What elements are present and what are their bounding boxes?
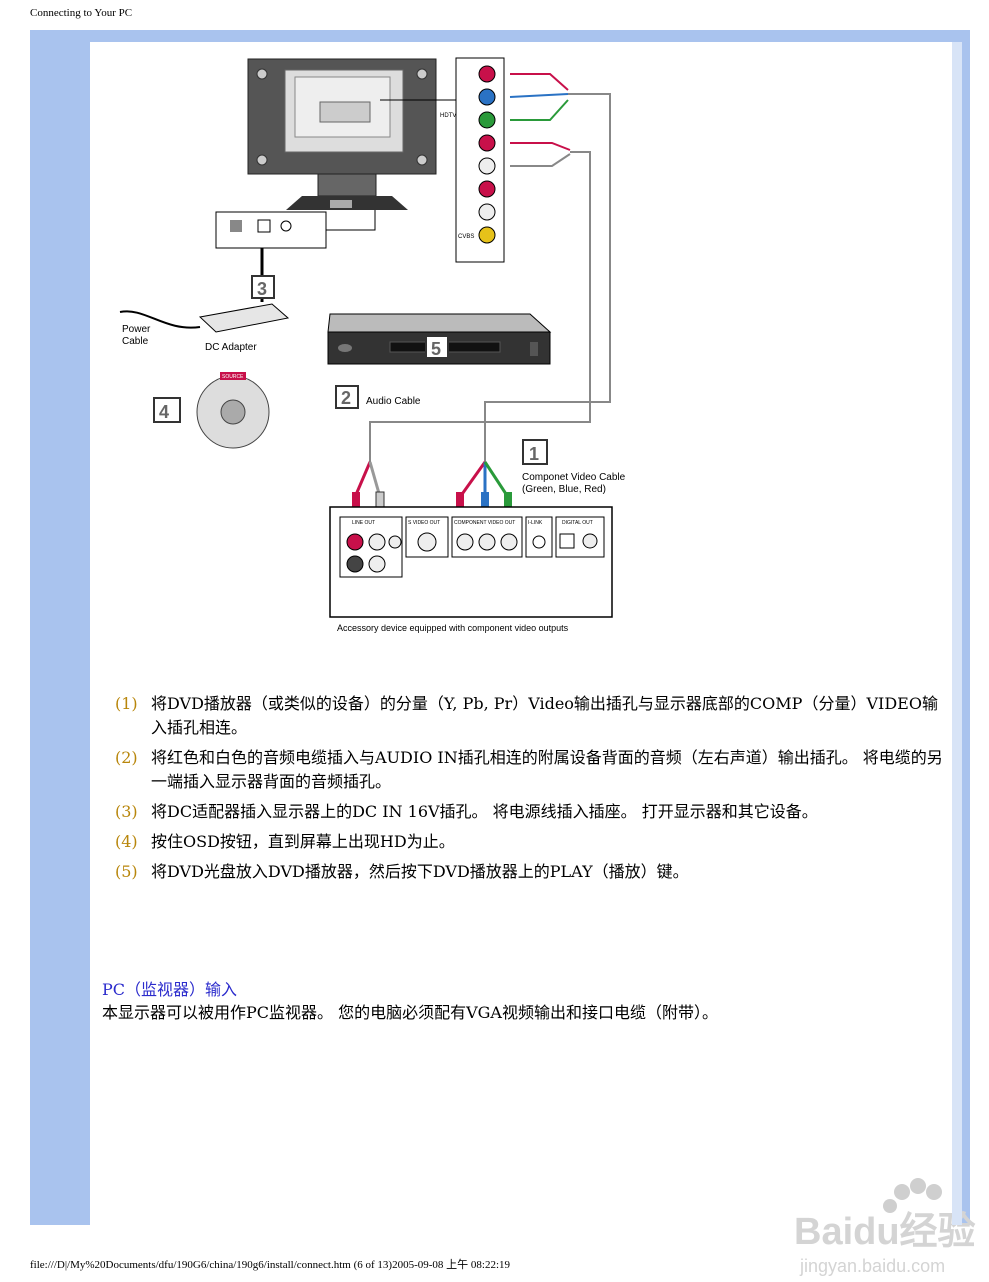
component-cable-callout: 1 Componet Video Cable (Green, Blue, Red… [456,439,626,510]
connection-diagram: HDTV CVBS [119,57,626,633]
source-label: SOURCE [222,374,244,380]
list-item: (5)将DVD光盘放入DVD播放器，然后按下DVD播放器上的PLAY（播放）键。 [115,862,689,881]
page-frame: HDTV CVBS [30,30,976,1276]
page-footer: file:///D|/My%20Documents/dfu/190G6/chin… [30,1259,511,1271]
monitor [247,58,460,210]
audio-cable-callout: 2 Audio Cable [335,385,421,511]
hdtv-label: HDTV [440,113,456,119]
callout-1: 1 [529,444,539,464]
callout-2: 2 [341,388,351,408]
instruction-list: (1)将DVD播放器（或类似的设备）的分量（Y, Pb, Pr）Video输出插… [115,692,945,890]
power-cable-label-line1: Power [122,324,151,335]
list-item: (4)按住OSD按钮，直到屏幕上出现HD为止。 [115,832,455,851]
pc-input-body: 本显示器可以被用作PC监视器。 您的电脑必须配有VGA视频输出和接口电缆（附带）… [102,1003,718,1022]
component-cable-label-line2: (Green, Blue, Red) [522,484,606,495]
pc-input-title: PC（监视器）输入 [102,980,238,999]
line-out-label: LINE OUT [352,520,375,526]
callout-4: 4 [159,402,169,422]
accessory-label: Accessory device equipped with component… [337,623,569,633]
list-item: (1)将DVD播放器（或类似的设备）的分量（Y, Pb, Pr）Video输出插… [115,694,938,737]
cvbs-label: CVBS [458,234,474,240]
watermark-url: jingyan.baidu.com [799,1256,945,1276]
power-cable-label-line2: Cable [122,336,149,347]
list-item: (2)将红色和白色的音频电缆插入与AUDIO IN插孔相连的附属设备背面的音频（… [115,748,943,791]
audio-cable-label: Audio Cable [366,396,421,407]
baidu-watermark: Baidu经验 jingyan.baidu.com [794,1178,976,1276]
dc-connector-box [215,210,376,302]
dc-adapter-label: DC Adapter [205,342,257,353]
osd-control: 4 SOURCE [153,372,270,449]
callout-5: 5 [431,339,441,359]
input-panel: HDTV CVBS [440,57,505,263]
frame-edge [952,42,962,1225]
component-out-label: COMPONENT VIDEO OUT [454,520,515,526]
svideo-out-label: S VIDEO OUT [408,520,440,526]
callout-3: 3 [257,279,267,299]
panel-cables [369,73,611,462]
page-header: Connecting to Your PC [30,7,133,19]
dc-adapter: 3 Power Cable DC Adapter [119,275,290,353]
component-cable-label-line1: Componet Video Cable [522,472,626,483]
digital-out-label: DIGITAL OUT [562,520,593,526]
accessory-device: LINE OUT S VIDEO OUT COMPONENT VIDEO OUT… [329,506,613,633]
list-item: (3)将DC适配器插入显示器上的DC IN 16V插孔。 将电源线插入插座。 打… [115,802,818,821]
ilink-label: I-LINK [528,520,543,526]
content-area: HDTV CVBS [90,42,976,1276]
dvd-player: 5 [327,313,552,365]
watermark-brand: Baidu经验 [794,1211,976,1253]
